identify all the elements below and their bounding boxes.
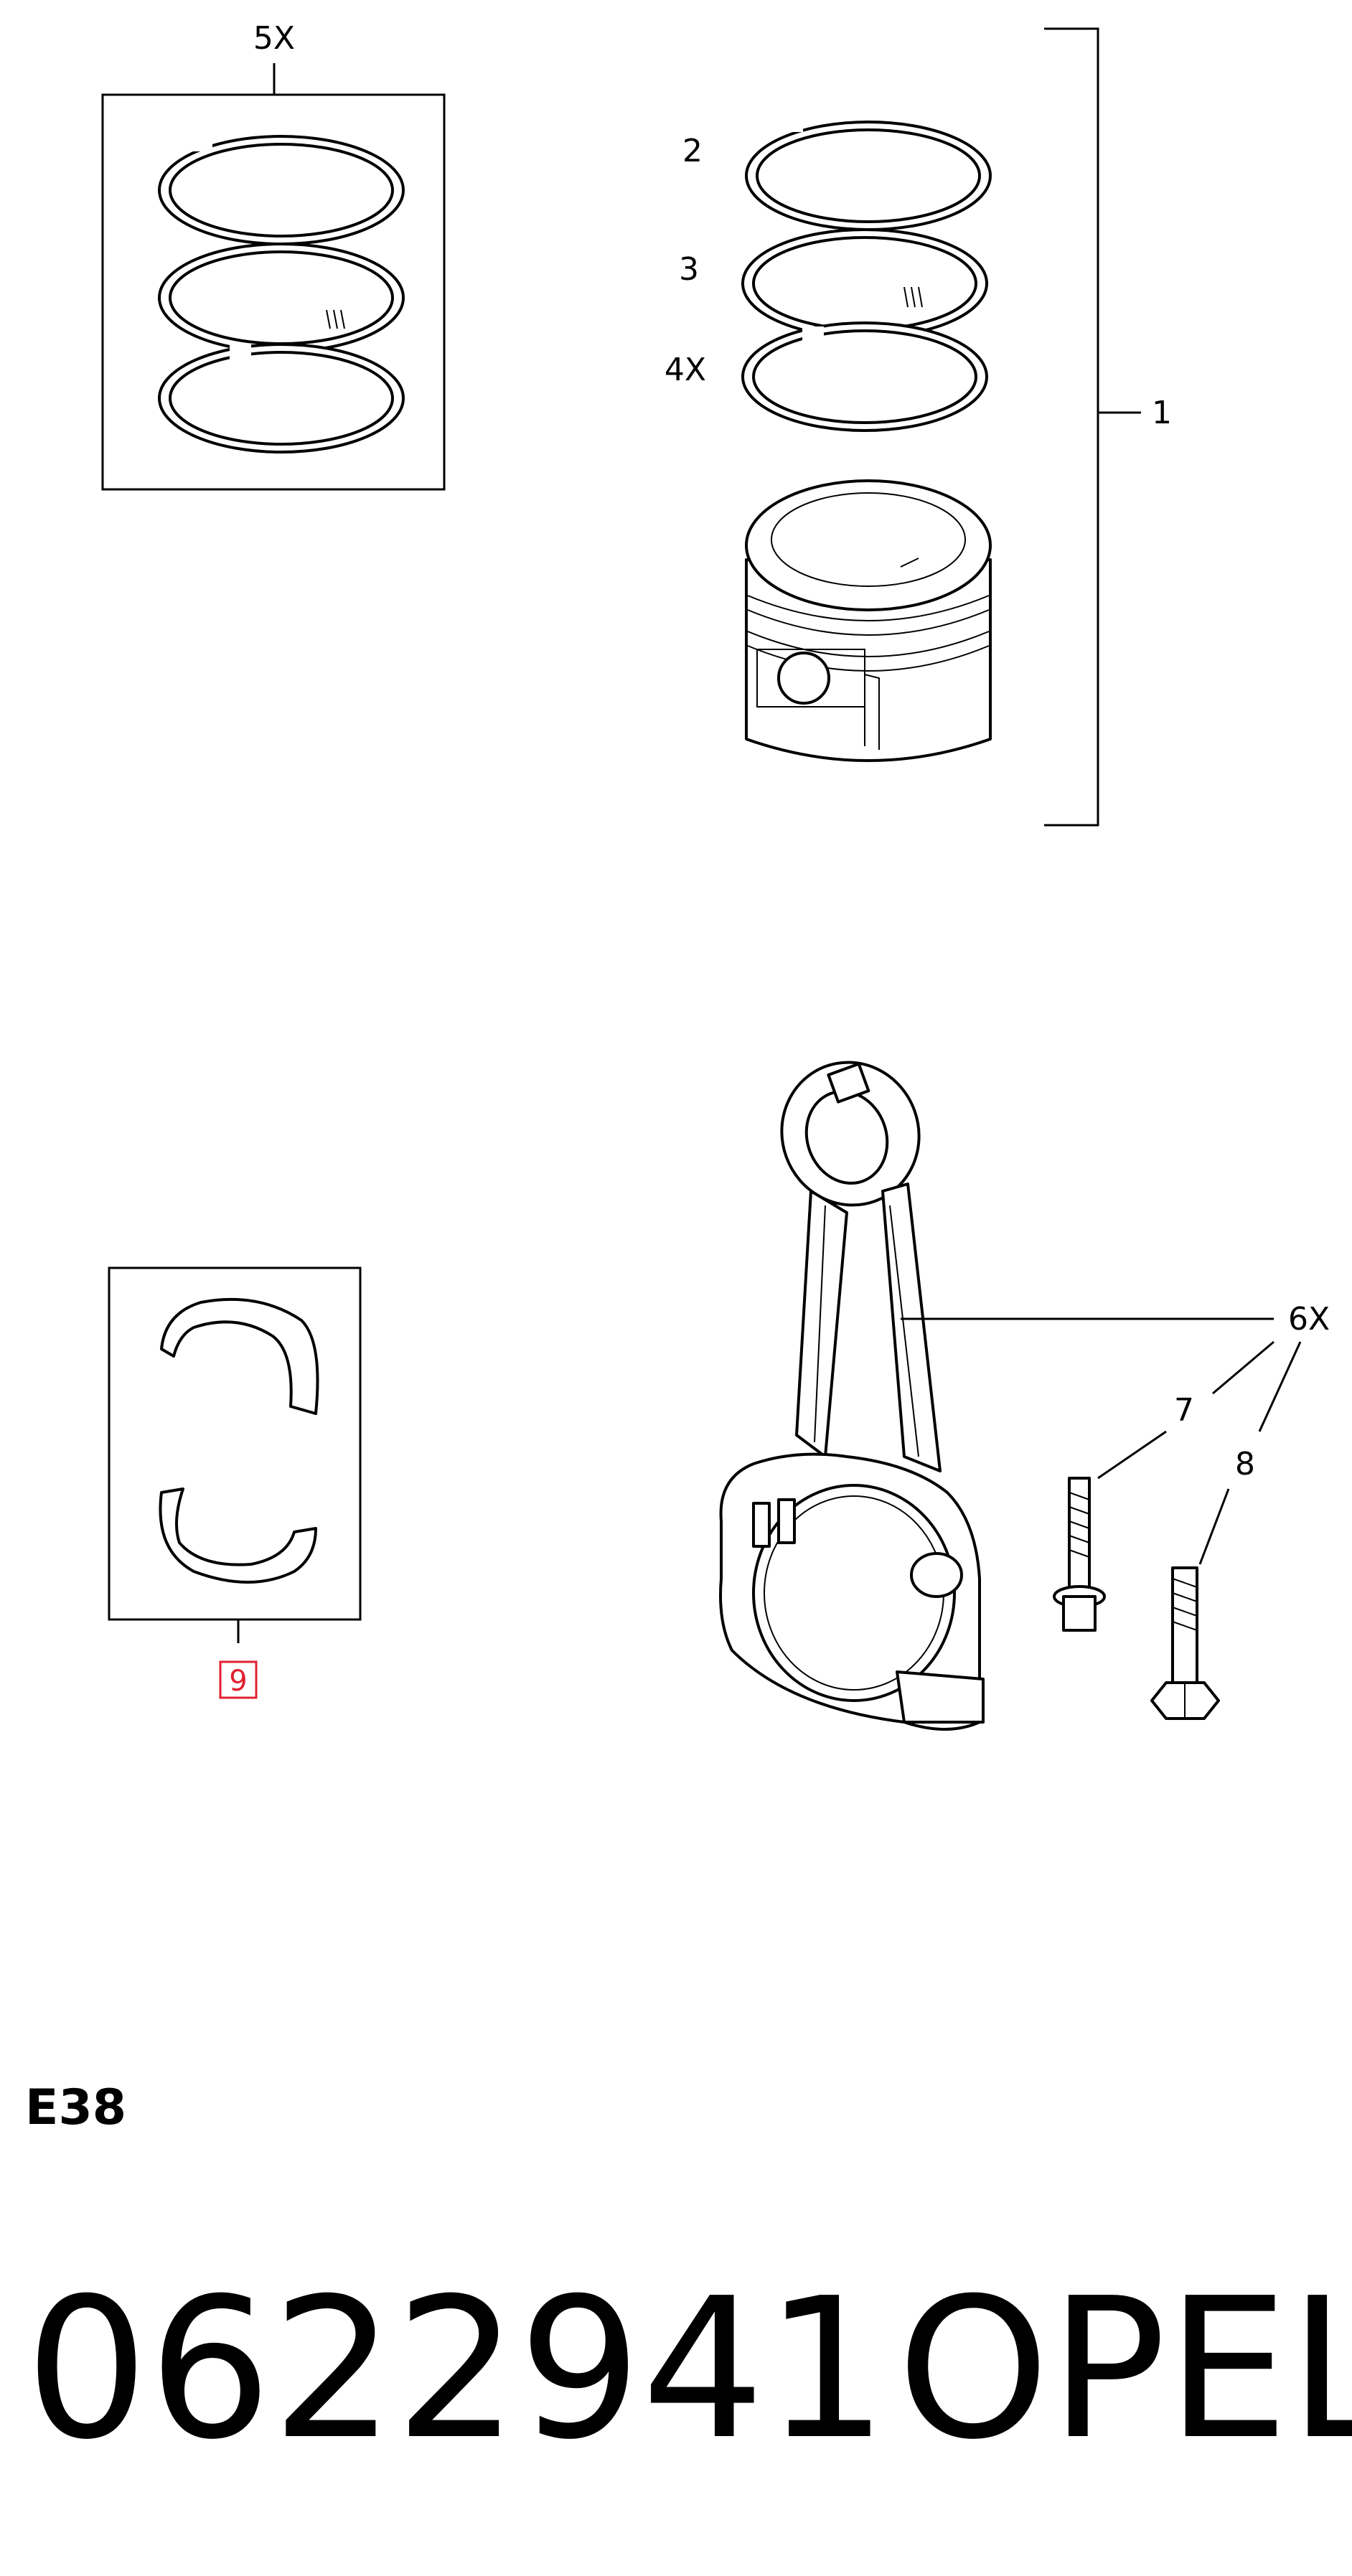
leader-bolt-short (1097, 1430, 1167, 1480)
ring-set-group: 5X (101, 20, 446, 491)
callout-conrod-qty: 6X (1288, 1301, 1330, 1338)
engine-code: E38 (25, 2079, 126, 2136)
footer-brand: OPEL (897, 2256, 1352, 2482)
leader-bolt-long (1198, 1488, 1230, 1565)
callout-bearing[interactable]: 9 (229, 1665, 247, 1698)
ring-set-box (101, 93, 446, 491)
callout-bolt-long: 8 (1235, 1446, 1255, 1482)
leader-qty-to-7 (1212, 1340, 1274, 1395)
bearing-shells-illustration (159, 1297, 319, 1584)
bolt-long-illustration (1150, 1566, 1220, 1720)
callout-ring-set-qty: 5X (253, 20, 295, 57)
bearing-group: 9 (108, 1266, 362, 1699)
conrod-group: 6X 7 8 (719, 1061, 1330, 1731)
callout-ring-oil-qty: 4X (665, 352, 706, 388)
assembly-bracket (1044, 27, 1099, 827)
bolt-short-illustration (1053, 1477, 1106, 1632)
callout-piston-assembly: 1 (1152, 395, 1172, 431)
callout-ring-top: 2 (682, 133, 703, 169)
leader-qty-to-8 (1258, 1341, 1302, 1432)
ring-set-rings-illustration (158, 133, 405, 453)
conrod-illustration (719, 1061, 985, 1731)
callout-ring-second: 3 (679, 251, 699, 288)
piston-rings-illustration (741, 115, 992, 432)
callout-bolt-short: 7 (1174, 1392, 1194, 1429)
piston-assembly-group: 2 3 4X (665, 27, 1172, 827)
footer-part-number: 0622941 (25, 2256, 888, 2482)
bearing-box (108, 1266, 362, 1621)
callout-bearing-highlight[interactable] (219, 1660, 258, 1699)
piston-illustration (745, 479, 992, 762)
